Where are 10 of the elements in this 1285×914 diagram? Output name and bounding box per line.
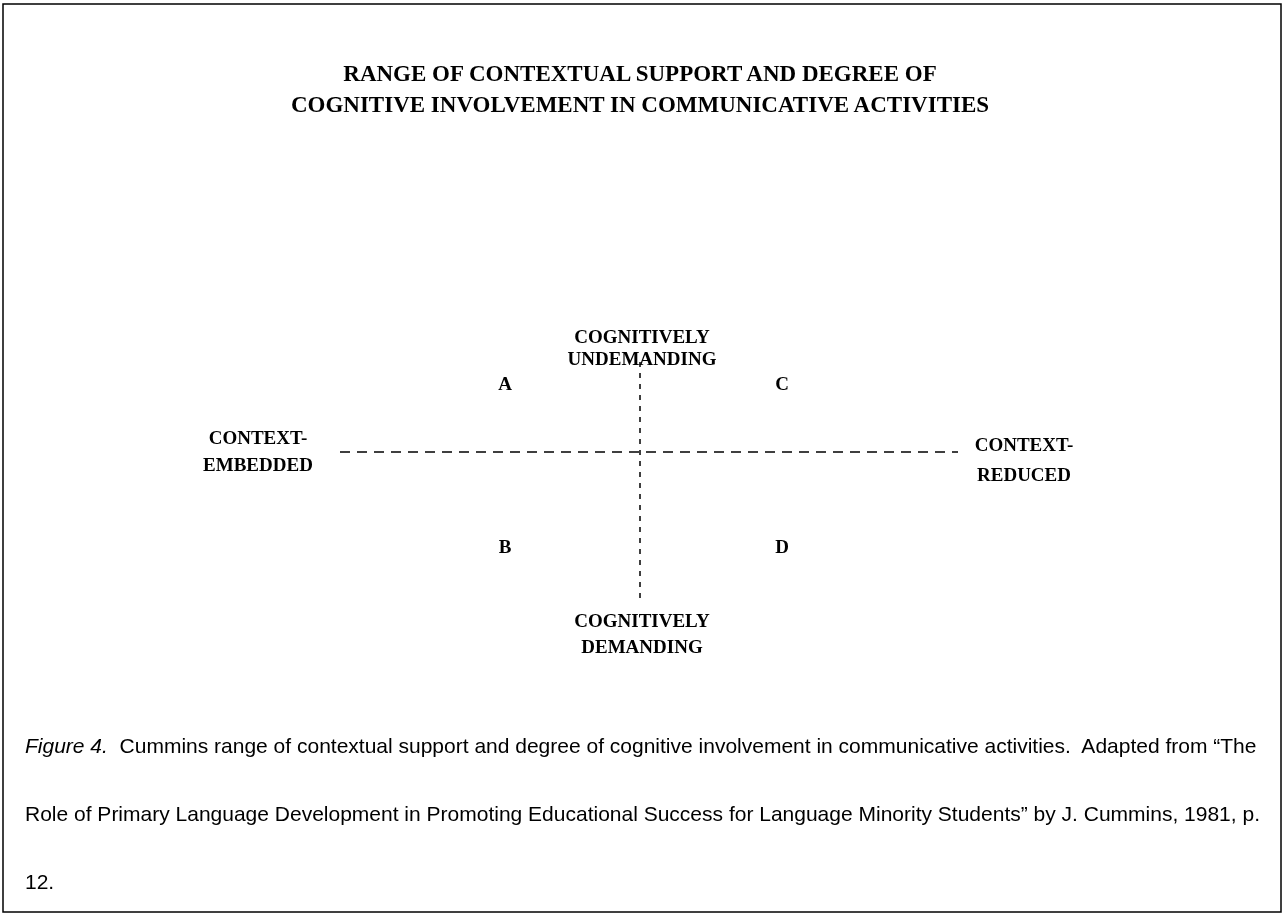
- quadrant-letter: B: [497, 536, 513, 558]
- quadrant-letter: C: [774, 373, 790, 395]
- axis-label: CONTEXT- EMBEDDED: [202, 426, 314, 477]
- axis-label: CONTEXT- REDUCED: [973, 433, 1075, 487]
- quadrant-letter: A: [497, 373, 513, 395]
- figure-caption: Figure 4. Cummins range of contextual support and degree of cognitive involvement in communicative activities. Adapted from “The Role of Primary Language Development in Promoting Educational Success for Language Minority Students” by J. Cummins, 1981, p. 12.: [25, 733, 1261, 895]
- quadrant-letter: D: [774, 536, 790, 558]
- axis-label: COGNITIVELY UNDEMANDING: [566, 326, 718, 370]
- axis-label: COGNITIVELY DEMANDING: [573, 609, 711, 659]
- diagram-title: RANGE OF CONTEXTUAL SUPPORT AND DEGREE OF COGNITIVE INVOLVEMENT IN COMMUNICATIVE ACTIVITIES: [290, 60, 990, 119]
